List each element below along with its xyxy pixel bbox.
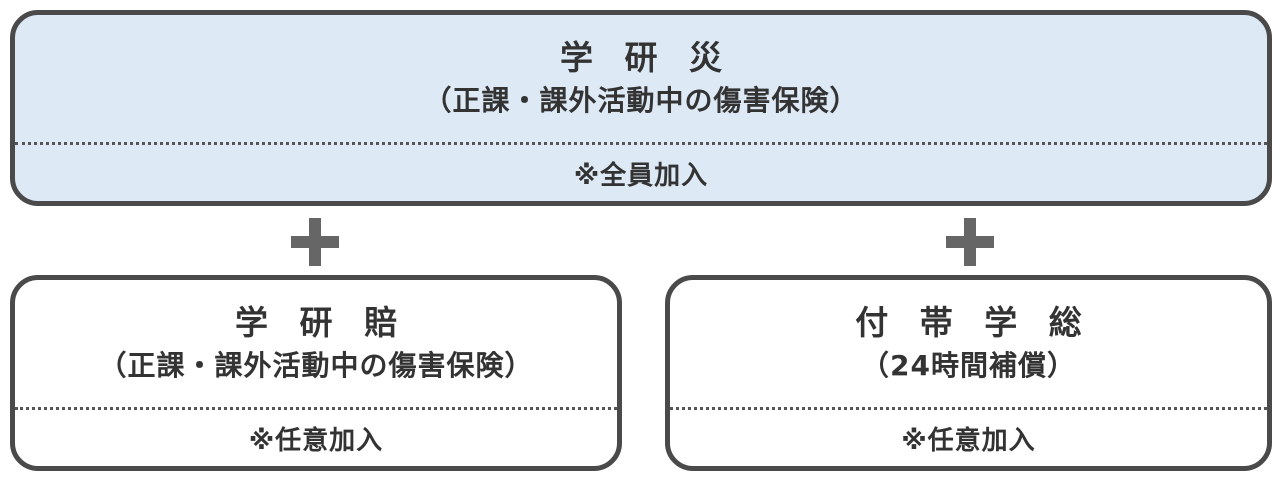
gakkensai-box: 学 研 災 （正課・課外活動中の傷害保険） ※全員加入 — [10, 10, 1272, 206]
plus-icon — [946, 218, 994, 266]
futai-gakuso-title: 付 帯 学 総 — [855, 302, 1092, 342]
gakkensai-title: 学 研 災 — [560, 37, 732, 77]
futai-gakuso-subtitle: （24時間補償） — [861, 348, 1076, 382]
gakkenbai-box: 学 研 賠 （正課・課外活動中の傷害保険） ※任意加入 — [10, 275, 622, 471]
gakkensai-divider — [15, 142, 1267, 145]
futai-gakuso-header: 付 帯 学 総 （24時間補償） — [670, 280, 1267, 407]
futai-gakuso-box: 付 帯 学 総 （24時間補償） ※任意加入 — [665, 275, 1272, 471]
gakkenbai-title: 学 研 賠 — [235, 302, 407, 342]
gakkenbai-note: ※任意加入 — [248, 425, 384, 456]
gakkensai-subtitle: （正課・課外活動中の傷害保険） — [423, 83, 859, 117]
futai-gakuso-note: ※任意加入 — [901, 425, 1036, 456]
gakkensai-header: 学 研 災 （正課・課外活動中の傷害保険） — [15, 15, 1267, 142]
gakkenbai-subtitle: （正課・課外活動中の傷害保険） — [98, 348, 534, 382]
plus-icon — [291, 218, 339, 266]
gakkenbai-header: 学 研 賠 （正課・課外活動中の傷害保険） — [15, 280, 617, 407]
gakkensai-note: ※全員加入 — [573, 160, 709, 191]
futai-gakuso-divider — [670, 407, 1267, 410]
gakkenbai-divider — [15, 407, 617, 410]
